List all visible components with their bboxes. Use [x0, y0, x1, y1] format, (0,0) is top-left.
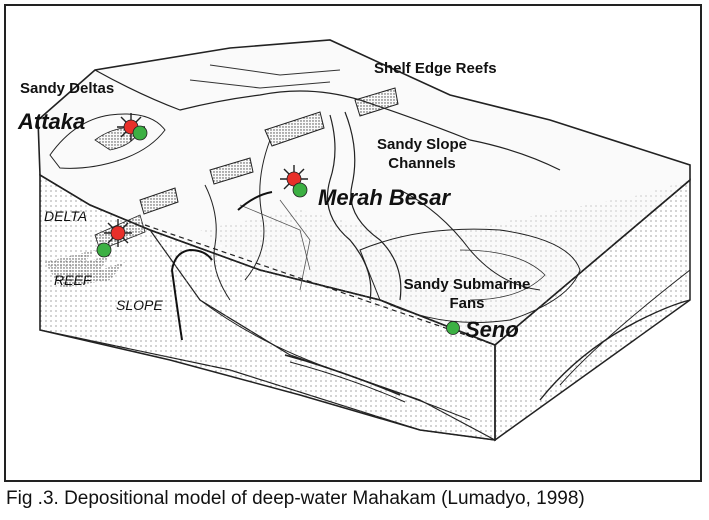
fault-curve	[171, 248, 213, 271]
label-slope: SLOPE	[116, 297, 163, 313]
shelf-contour	[209, 64, 341, 76]
label-reef: REEF	[54, 272, 92, 288]
reef-patch	[209, 157, 254, 185]
reef-sawtooth	[45, 250, 125, 288]
block-diagram	[37, 39, 691, 442]
reef-patch	[354, 87, 399, 117]
label-shelf-edge-reefs: Shelf Edge Reefs	[374, 60, 497, 77]
reef-patch	[139, 187, 179, 215]
slope-channel	[344, 111, 402, 301]
gas-marker	[292, 182, 308, 198]
strata-curve	[559, 269, 691, 386]
label-line: Sandy Submarine	[403, 276, 531, 293]
submarine-fan	[459, 249, 546, 301]
submarine-fan	[359, 228, 581, 323]
label-line: Channels	[388, 155, 456, 172]
slope-channel	[204, 184, 231, 301]
slope-channel	[244, 139, 271, 281]
label-seno: Seno	[465, 317, 519, 342]
gas-marker	[132, 125, 148, 141]
attaka-marker	[117, 113, 148, 141]
strata-curve	[284, 354, 401, 396]
label-sandy-slope-channels: Sandy Slope Channels	[362, 135, 482, 173]
seno-gas-marker	[446, 321, 460, 335]
strata-curve	[289, 361, 406, 403]
merah-besar-marker	[280, 165, 308, 198]
delta-lobe	[49, 113, 166, 169]
dashed-section-line	[144, 224, 496, 346]
strata-curve	[539, 299, 691, 401]
shelf-contour	[189, 79, 331, 89]
label-delta: DELTA	[44, 208, 88, 224]
basin-floor	[200, 180, 690, 345]
fault-curve	[237, 191, 273, 211]
label-sandy-deltas: Sandy Deltas	[20, 80, 115, 97]
figure-caption: Fig .3. Depositional model of deep-water…	[6, 488, 585, 509]
shelf-edge-line	[94, 69, 561, 171]
oil-marker	[110, 225, 126, 241]
delta-marker	[96, 219, 132, 258]
label-sandy-submarine-fans: Sandy Submarine Fans	[392, 275, 542, 313]
label-line: Fans	[449, 295, 485, 312]
gas-marker	[96, 242, 112, 258]
label-attaka: Attaka	[18, 109, 86, 134]
slope-channel	[279, 199, 311, 291]
fault-curve	[171, 269, 183, 341]
label-merah-besar: Merah Besar	[318, 185, 451, 210]
label-line: Sandy Slope	[376, 136, 468, 153]
slope-channel	[326, 114, 372, 301]
